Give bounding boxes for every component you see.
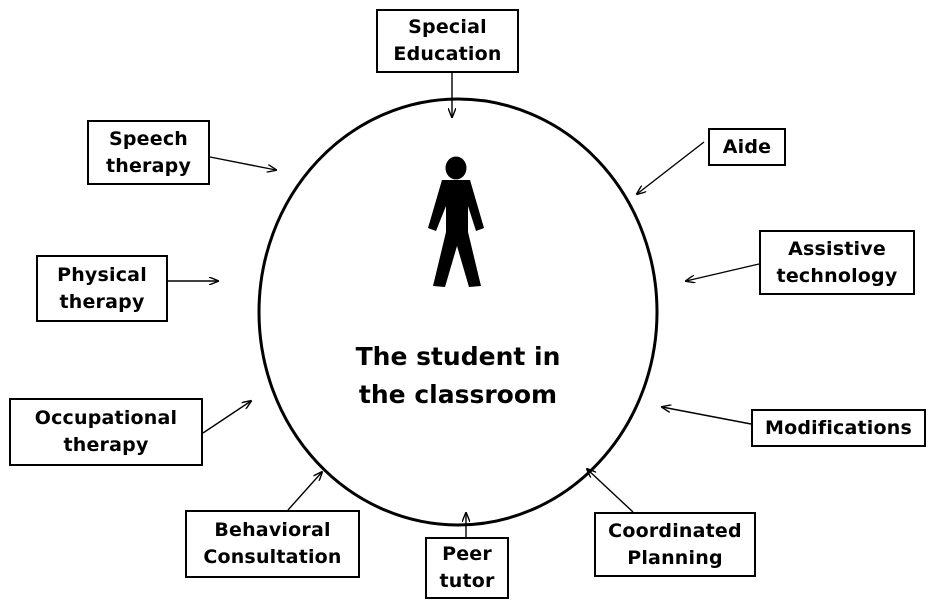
center-label: The student in the classroom (303, 338, 613, 414)
node-label: Assistive (788, 237, 886, 260)
node-label: Special (408, 16, 487, 38)
arrow-coordinated-planning (587, 469, 634, 513)
arrow-behavioral-consultation (287, 472, 322, 511)
node-occupational-therapy: Occupational therapy (9, 398, 203, 466)
node-label: Consultation (203, 546, 342, 568)
node-assistive-technology: Assistive technology (759, 230, 915, 295)
node-behavioral-consultation: Behavioral Consultation (185, 510, 360, 578)
node-label: Behavioral (214, 519, 331, 541)
node-label: Education (393, 43, 502, 65)
node-label: tutor (439, 570, 495, 592)
arrow-speech-therapy (209, 156, 276, 170)
node-modifications: Modifications (751, 409, 926, 447)
node-physical-therapy: Physical therapy (36, 255, 168, 322)
arrow-modifications (662, 407, 752, 425)
arrow-occupational-therapy (202, 401, 251, 434)
node-label: therapy (59, 290, 145, 313)
node-aide: Aide (708, 128, 786, 166)
node-coordinated-planning: Coordinated Planning (594, 512, 756, 577)
node-label: Peer (442, 543, 492, 565)
node-label: Aide (722, 135, 772, 158)
node-speech-therapy: Speech therapy (87, 120, 210, 185)
node-label: technology (776, 264, 898, 287)
node-label: Occupational (34, 407, 178, 429)
node-peer-tutor: Peer tutor (425, 537, 509, 599)
node-label: Modifications (764, 416, 913, 439)
center-label-line-2: the classroom (358, 380, 558, 409)
arrow-aide (637, 141, 705, 194)
node-label: therapy (63, 434, 149, 456)
person-icon (428, 156, 484, 287)
center-label-line-1: The student in (355, 342, 561, 371)
node-label: Planning (627, 546, 723, 569)
node-label: Physical (57, 263, 147, 286)
node-label: Coordinated (608, 519, 742, 542)
node-label: therapy (105, 154, 192, 177)
arrow-assistive-technology (686, 263, 760, 281)
node-label: Speech (108, 127, 189, 150)
node-special-education: Special Education (376, 9, 519, 73)
classroom-circle (257, 97, 659, 527)
arrows (168, 73, 760, 537)
